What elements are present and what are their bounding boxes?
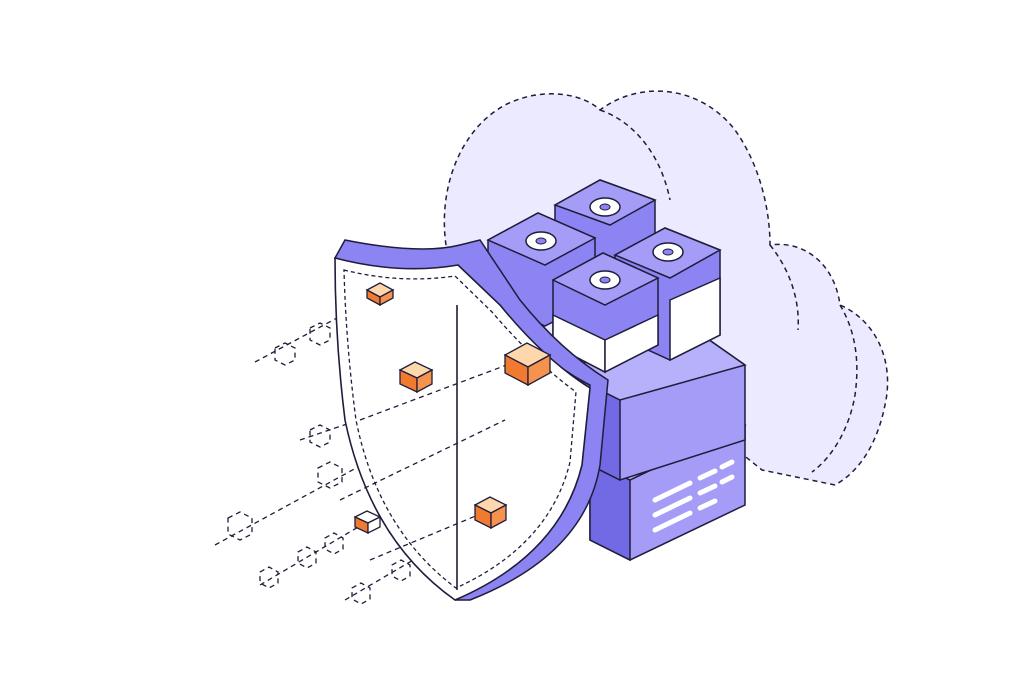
data-block-4: [473, 496, 508, 530]
data-block-3: [503, 342, 552, 387]
data-block-icon: [353, 282, 552, 535]
data-block-2: [398, 361, 434, 394]
data-block-1: [365, 282, 395, 307]
data-stream-lines-front: [339, 359, 521, 561]
cube-front: [551, 252, 660, 374]
data-block-5: [353, 510, 382, 535]
server-vent-lines: [652, 459, 735, 533]
